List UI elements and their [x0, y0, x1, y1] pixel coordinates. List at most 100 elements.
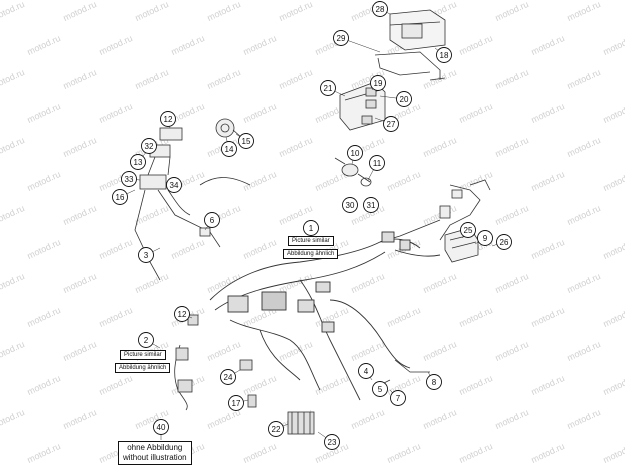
callout-3: 3 [138, 247, 154, 263]
callout-number: 3 [144, 251, 149, 260]
callout-6: 6 [204, 212, 220, 228]
callout-25: 25 [460, 222, 476, 238]
callout-circle [324, 434, 340, 450]
callout-7: 7 [390, 390, 406, 406]
callout-2: 2 [138, 332, 154, 348]
callout-circle [174, 306, 190, 322]
callout-number: 9 [483, 234, 488, 243]
callout-number: 14 [225, 145, 234, 154]
no-illustration-note: ohne Abbildung without illustration [118, 441, 192, 465]
callout-number: 16 [116, 193, 125, 202]
callout-circle [320, 80, 336, 96]
callout-circle [370, 75, 386, 91]
callout-number: 12 [164, 115, 173, 124]
callout-number: 29 [337, 34, 346, 43]
callout-40: 40 [153, 419, 169, 435]
callout-14: 14 [221, 141, 237, 157]
callout-number: 26 [500, 238, 509, 247]
callout-circle [220, 369, 236, 385]
callout-19: 19 [370, 75, 386, 91]
callout-20: 20 [396, 91, 412, 107]
callout-number: 17 [232, 399, 241, 408]
callout-16: 16 [112, 189, 128, 205]
callout-number: 33 [125, 175, 134, 184]
battery-holder-drawing [374, 51, 446, 81]
callout-number: 20 [400, 95, 409, 104]
clip-drawing [247, 394, 257, 408]
callout-circle [477, 230, 493, 246]
callout-29: 29 [333, 30, 349, 46]
callout-circle [141, 138, 157, 154]
callout-number: 32 [145, 142, 154, 151]
callout-number: 23 [328, 438, 337, 447]
callout-18: 18 [436, 47, 452, 63]
callout-circle [383, 116, 399, 132]
callout-number: 8 [432, 378, 437, 387]
callout-circle [369, 155, 385, 171]
picture-similar-label: Picture similar [288, 236, 334, 246]
callout-22: 22 [268, 421, 284, 437]
callout-23: 23 [324, 434, 340, 450]
callout-number: 4 [364, 367, 369, 376]
callout-12: 12 [174, 306, 190, 322]
callout-number: 13 [134, 158, 143, 167]
callout-circle [221, 141, 237, 157]
callout-number: 7 [396, 394, 401, 403]
callout-9: 9 [477, 230, 493, 246]
callout-circle [496, 234, 512, 250]
callout-number: 1 [309, 224, 314, 233]
callout-27: 27 [383, 116, 399, 132]
ohne-abbildung-text: ohne Abbildung [127, 443, 183, 452]
callout-circle [160, 111, 176, 127]
callout-circle [372, 1, 388, 17]
relay-drawing [187, 314, 199, 326]
callout-8: 8 [426, 374, 442, 390]
callout-31: 31 [363, 197, 379, 213]
horn-drawing [334, 157, 372, 187]
callout-circle [228, 395, 244, 411]
callout-circle [347, 145, 363, 161]
callout-34: 34 [166, 177, 182, 193]
callout-number: 30 [346, 201, 355, 210]
callout-circle [436, 47, 452, 63]
callout-17: 17 [228, 395, 244, 411]
callout-circle [363, 197, 379, 213]
callout-circle [204, 212, 220, 228]
picture-similar-label-2: Picture similar [120, 350, 166, 360]
abbildung-aehnlich-label-2: Abbildung ähnlich [115, 363, 171, 373]
callout-circle [333, 30, 349, 46]
secondary-harness-drawing [174, 344, 193, 411]
callout-circle [268, 421, 284, 437]
callout-circle [372, 381, 388, 397]
callout-number: 24 [224, 373, 233, 382]
callout-circle [303, 220, 319, 236]
callout-number: 34 [170, 181, 179, 190]
battery-drawing [389, 9, 446, 51]
callout-number: 2 [144, 336, 149, 345]
callout-24: 24 [220, 369, 236, 385]
abbildung-aehnlich-label: Abbildung ähnlich [283, 249, 339, 259]
callout-circle [390, 390, 406, 406]
pickup-wheel-drawing [215, 118, 243, 139]
sensor-drawing [199, 227, 211, 237]
callout-number: 28 [376, 5, 385, 14]
callout-11: 11 [369, 155, 385, 171]
callout-12: 12 [160, 111, 176, 127]
callout-5: 5 [372, 381, 388, 397]
callout-30: 30 [342, 197, 358, 213]
callout-number: 6 [210, 216, 215, 225]
regulator-drawing [287, 411, 315, 435]
connector-cluster-drawing [439, 179, 491, 241]
callout-circle [396, 91, 412, 107]
callout-number: 18 [440, 51, 449, 60]
callout-number: 40 [157, 423, 166, 432]
callout-circle [153, 419, 169, 435]
callout-number: 31 [367, 201, 376, 210]
callout-circle [121, 171, 137, 187]
without-illustration-text: without illustration [123, 453, 187, 462]
callout-number: 15 [242, 137, 251, 146]
callout-13: 13 [130, 154, 146, 170]
callout-number: 10 [351, 149, 360, 158]
